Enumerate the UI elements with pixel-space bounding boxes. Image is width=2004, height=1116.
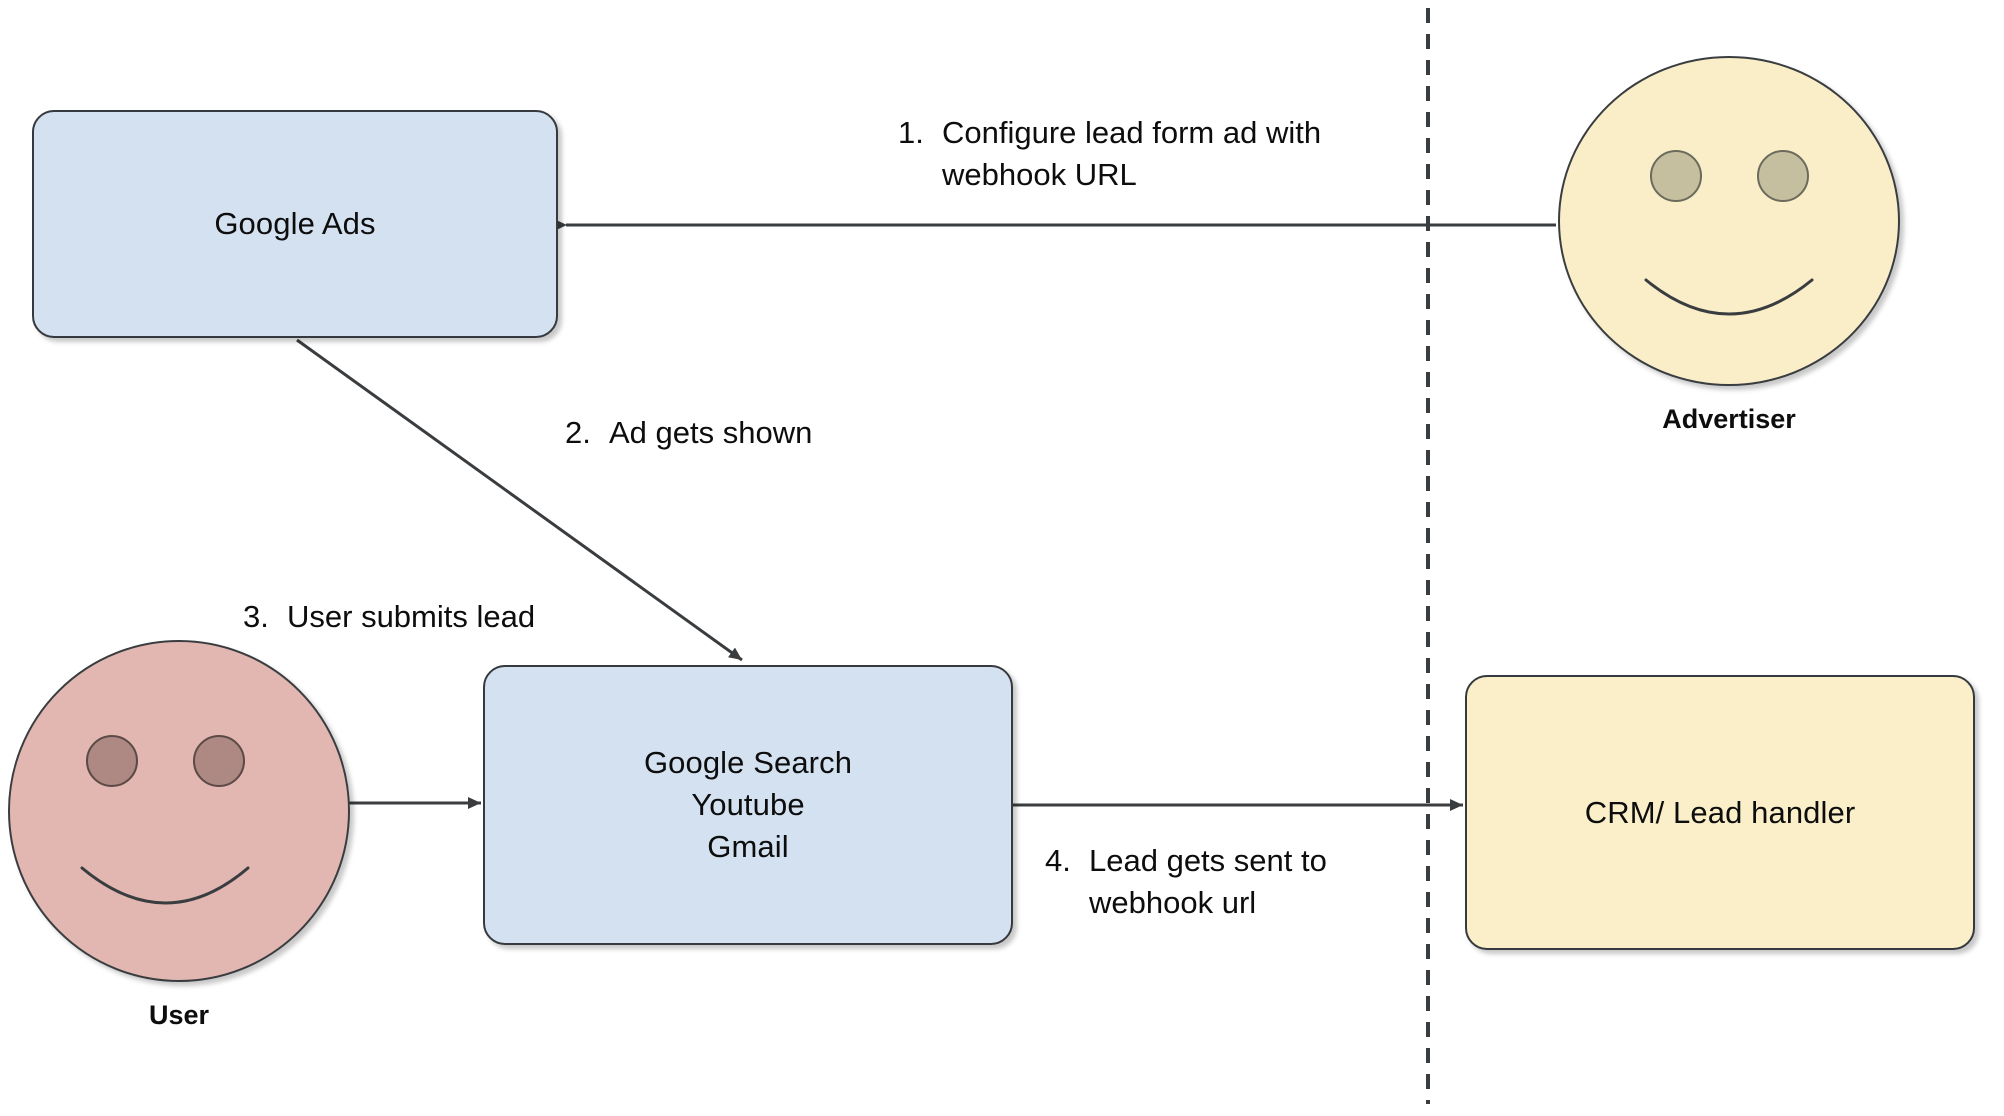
node-google-surfaces-line-1: Google Search <box>643 745 853 780</box>
edge-label-step-4: 4. Lead gets sent to webhook url <box>1045 840 1327 924</box>
edge-label-step-2-text: Ad gets shown <box>609 415 813 450</box>
node-crm-lead-handler[interactable]: CRM/ Lead handler <box>1465 675 1975 950</box>
edge-label-step-1-line-2: webhook URL <box>942 157 1137 192</box>
edge-label-step-1-number: 1. <box>898 115 924 150</box>
node-google-surfaces-line-3: Gmail <box>707 829 789 864</box>
edge-label-step-1-line-1: Configure lead form ad with <box>942 115 1322 150</box>
edge-label-step-1-text: Configure lead form ad with webhook URL <box>942 112 1321 196</box>
edge-label-step-3-text: User submits lead <box>287 599 536 634</box>
edge-label-step-2: 2. Ad gets shown <box>565 412 812 454</box>
actor-advertiser[interactable]: Advertiser <box>1558 56 1900 456</box>
edge-label-step-2-number: 2. <box>565 415 591 450</box>
advertiser-face-circle <box>1558 56 1900 386</box>
edge-label-step-4-number: 4. <box>1045 843 1071 878</box>
node-google-surfaces-labels: Google Search Youtube Gmail <box>644 742 852 868</box>
node-google-surfaces[interactable]: Google Search Youtube Gmail <box>483 665 1013 945</box>
node-crm-label: CRM/ Lead handler <box>1584 794 1856 830</box>
node-google-ads-label: Google Ads <box>214 206 376 241</box>
actor-advertiser-label: Advertiser <box>1662 404 1796 434</box>
actor-user-label: User <box>148 1000 210 1030</box>
user-face-circle <box>8 640 350 982</box>
edge-label-step-1: 1. Configure lead form ad with webhook URL <box>898 112 1321 196</box>
node-google-surfaces-line-2: Youtube <box>691 787 805 822</box>
edge-label-step-3: 3. User submits lead <box>243 596 535 638</box>
edge-label-step-3-number: 3. <box>243 599 269 634</box>
edge-label-step-4-line-1: Lead gets sent to <box>1089 843 1327 878</box>
edge-label-step-4-line-2: webhook url <box>1089 885 1257 920</box>
edge-label-step-4-text: Lead gets sent to webhook url <box>1089 840 1327 924</box>
node-google-ads[interactable]: Google Ads <box>32 110 558 338</box>
actor-user[interactable]: User <box>8 640 350 1050</box>
